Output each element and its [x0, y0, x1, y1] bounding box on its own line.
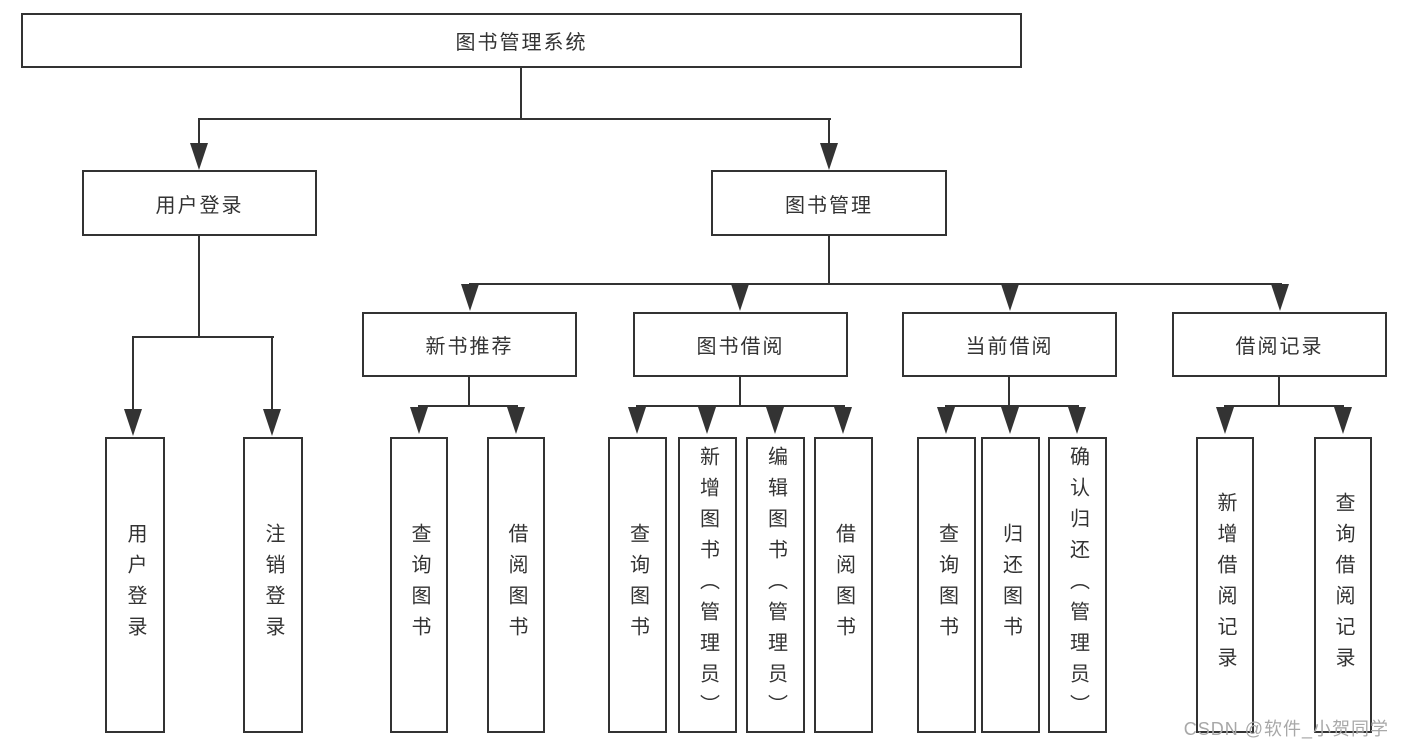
arrow-down-icon [1216, 407, 1234, 434]
node-current-borrow-label: 当前借阅 [965, 336, 1054, 358]
edge-borrow-records-stem [1278, 377, 1280, 407]
arrow-down-icon [124, 409, 142, 436]
watermark: CSDN @软件_小贺同学 [1183, 719, 1389, 739]
edge-borrow-records-branch [1224, 405, 1344, 407]
leaf-borrow-books-2: 借阅图书 [814, 437, 873, 733]
leaf-label: 新增图书（管理员） [696, 445, 719, 725]
arrow-down-icon [766, 407, 784, 434]
arrow-down-icon [1001, 407, 1019, 434]
leaf-query-borrow-record: 查询借阅记录 [1314, 437, 1372, 733]
node-book-borrow: 图书借阅 [633, 312, 848, 377]
leaf-return-books: 归还图书 [981, 437, 1040, 733]
edge-new-books-branch [418, 405, 518, 407]
node-root-label: 图书管理系统 [455, 32, 588, 54]
node-user-login-label: 用户登录 [155, 194, 244, 217]
leaf-label: 编辑图书（管理员） [764, 445, 787, 725]
leaf-add-borrow-record: 新增借阅记录 [1196, 437, 1254, 733]
arrow-down-icon [1334, 407, 1352, 434]
leaf-query-books-2: 查询图书 [608, 437, 667, 733]
node-book-borrow-label: 图书借阅 [696, 336, 785, 358]
edge-book-mgmt-stem [828, 236, 830, 285]
edge-new-books-stem [468, 377, 470, 407]
arrow-down-icon [1271, 284, 1289, 311]
leaf-confirm-return-admin: 确认归还（管理员） [1048, 437, 1107, 733]
arrow-down-icon [461, 284, 479, 311]
edge-book-mgmt-drop [828, 118, 830, 146]
leaf-borrow-books-1: 借阅图书 [487, 437, 545, 733]
leaf-edit-books-admin: 编辑图书（管理员） [746, 437, 805, 733]
edge-current-borrow-stem [1008, 377, 1010, 407]
arrow-down-icon [507, 407, 525, 434]
edge-root-stem [520, 68, 522, 118]
edge-current-borrow-branch [945, 405, 1079, 407]
edge-user-login-branch [132, 336, 274, 338]
leaf-logout: 注销登录 [243, 437, 303, 733]
leaf-label: 查询图书 [626, 523, 649, 647]
node-book-mgmt-label: 图书管理 [785, 194, 873, 217]
node-new-books: 新书推荐 [362, 312, 577, 377]
arrow-down-icon [820, 143, 838, 170]
leaf-label: 归还图书 [999, 523, 1022, 647]
arrow-down-icon [190, 143, 208, 170]
leaf-label: 借阅图书 [505, 523, 527, 647]
edge-drop [132, 336, 134, 411]
leaf-label: 查询图书 [935, 523, 958, 647]
node-borrow-records: 借阅记录 [1172, 312, 1387, 377]
leaf-label: 注销登录 [262, 523, 284, 647]
arrow-down-icon [698, 407, 716, 434]
leaf-label: 查询图书 [408, 523, 430, 647]
edge-book-borrow-branch [636, 405, 845, 407]
node-borrow-records-label: 借阅记录 [1235, 336, 1324, 358]
edge-user-login-stem [198, 236, 200, 338]
edge-root-branch [198, 118, 831, 120]
arrow-down-icon [410, 407, 428, 434]
leaf-query-books-1: 查询图书 [390, 437, 448, 733]
edge-book-mgmt-branch [469, 283, 1282, 285]
leaf-user-login: 用户登录 [105, 437, 165, 733]
node-user-login: 用户登录 [82, 170, 317, 236]
arrow-down-icon [628, 407, 646, 434]
node-root: 图书管理系统 [21, 13, 1022, 68]
edge-book-borrow-stem [739, 377, 741, 407]
edge-drop [271, 336, 273, 411]
leaf-label: 借阅图书 [832, 523, 855, 647]
node-new-books-label: 新书推荐 [425, 336, 514, 358]
edge-user-login-drop [198, 118, 200, 146]
leaf-label: 用户登录 [124, 523, 146, 647]
arrow-down-icon [937, 407, 955, 434]
leaf-query-books-3: 查询图书 [917, 437, 976, 733]
leaf-label: 确认归还（管理员） [1066, 445, 1089, 725]
arrow-down-icon [263, 409, 281, 436]
node-current-borrow: 当前借阅 [902, 312, 1117, 377]
leaf-add-books-admin: 新增图书（管理员） [678, 437, 737, 733]
arrow-down-icon [1068, 407, 1086, 434]
leaf-label: 查询借阅记录 [1332, 492, 1354, 678]
arrow-down-icon [1001, 284, 1019, 311]
node-book-mgmt: 图书管理 [711, 170, 947, 236]
leaf-label: 新增借阅记录 [1214, 492, 1236, 678]
arrow-down-icon [731, 284, 749, 311]
arrow-down-icon [834, 407, 852, 434]
